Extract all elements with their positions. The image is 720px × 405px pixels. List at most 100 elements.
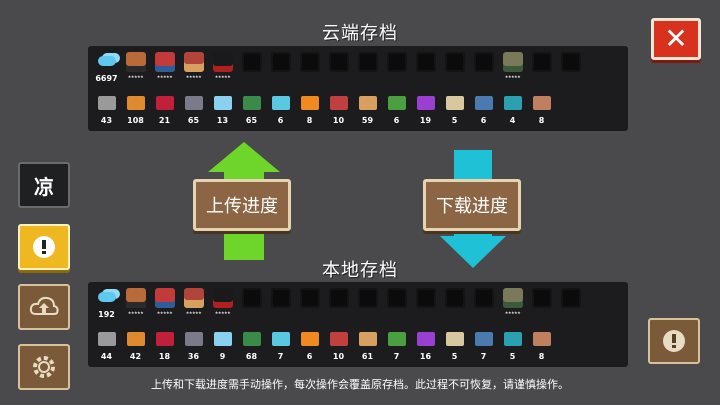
blue-feather-icon bbox=[271, 96, 290, 110]
material-cell: 8 bbox=[527, 324, 556, 364]
character-locked bbox=[295, 284, 324, 324]
gem-count: 192 bbox=[98, 310, 115, 319]
character-locked bbox=[382, 284, 411, 324]
green-block-icon bbox=[242, 96, 261, 110]
red-crystal-icon bbox=[155, 96, 174, 110]
material-cell: 19 bbox=[411, 88, 440, 128]
material-cell: 59 bbox=[353, 88, 382, 128]
material-cell: 42 bbox=[121, 324, 150, 364]
character-druid: ★★★★★ bbox=[498, 284, 527, 324]
material-count: 6 bbox=[306, 352, 313, 361]
material-count: 42 bbox=[129, 352, 142, 361]
material-cell: 4 bbox=[498, 88, 527, 128]
notice-button[interactable] bbox=[18, 224, 70, 270]
material-count: 7 bbox=[393, 352, 400, 361]
teal-box-icon bbox=[503, 96, 522, 110]
material-count: 61 bbox=[361, 352, 374, 361]
download-progress-button[interactable]: 下载进度 bbox=[423, 179, 521, 231]
settings-button[interactable] bbox=[18, 344, 70, 390]
close-button[interactable]: ✕ bbox=[651, 18, 701, 60]
cloud-sync-button[interactable] bbox=[18, 284, 70, 330]
material-count: 68 bbox=[245, 352, 258, 361]
character-locked bbox=[440, 48, 469, 88]
red-box-icon bbox=[329, 332, 348, 346]
material-count: 5 bbox=[509, 352, 516, 361]
gem-cell: 6697 bbox=[92, 48, 121, 88]
material-count: 16 bbox=[419, 352, 432, 361]
scroll-icon bbox=[445, 96, 464, 110]
red-crystal-icon bbox=[155, 332, 174, 346]
material-count: 8 bbox=[306, 116, 313, 125]
material-count: 19 bbox=[419, 116, 432, 125]
material-cell: 7 bbox=[469, 324, 498, 364]
gem-count: 6697 bbox=[95, 74, 118, 83]
plank-icon bbox=[358, 332, 377, 346]
character-wizard: ★★★★★ bbox=[179, 48, 208, 88]
material-cell: 21 bbox=[150, 88, 179, 128]
material-count: 13 bbox=[216, 116, 229, 125]
purple-crystal-icon bbox=[416, 96, 435, 110]
character-locked bbox=[353, 48, 382, 88]
material-cell: 43 bbox=[92, 88, 121, 128]
info-button[interactable] bbox=[648, 318, 700, 364]
material-cell: 6 bbox=[469, 88, 498, 128]
character-locked bbox=[411, 284, 440, 324]
character-locked bbox=[469, 48, 498, 88]
green-flag-icon bbox=[387, 96, 406, 110]
fire-star-icon bbox=[300, 96, 319, 110]
scroll-icon bbox=[445, 332, 464, 346]
character-locked bbox=[324, 48, 353, 88]
character-locked bbox=[440, 284, 469, 324]
material-cell: 65 bbox=[237, 88, 266, 128]
character-locked bbox=[324, 284, 353, 324]
fire-star-icon bbox=[300, 332, 319, 346]
material-cell: 7 bbox=[382, 324, 411, 364]
orange-ore-icon bbox=[126, 332, 145, 346]
material-cell: 5 bbox=[498, 324, 527, 364]
material-cell: 8 bbox=[295, 88, 324, 128]
material-count: 44 bbox=[100, 352, 113, 361]
material-cell: 7 bbox=[266, 324, 295, 364]
material-count: 8 bbox=[538, 116, 545, 125]
material-count: 6 bbox=[480, 116, 487, 125]
orange-ore-icon bbox=[126, 96, 145, 110]
exclamation-icon bbox=[33, 236, 55, 258]
upload-progress-button[interactable]: 上传进度 bbox=[193, 179, 291, 231]
material-cell: 5 bbox=[440, 88, 469, 128]
character-druid: ★★★★★ bbox=[498, 48, 527, 88]
material-count: 21 bbox=[158, 116, 171, 125]
material-count: 10 bbox=[332, 352, 345, 361]
cloud-character-row: 6697 ★★★★★ ★★★★★ ★★★★★ ★★★★★ ★★★★★ bbox=[92, 48, 624, 88]
material-cell: 6 bbox=[266, 88, 295, 128]
material-count: 6 bbox=[393, 116, 400, 125]
material-cell: 10 bbox=[324, 88, 353, 128]
character-rogue: ★★★★★ bbox=[150, 48, 179, 88]
exclamation-icon bbox=[663, 330, 685, 352]
character-locked bbox=[469, 284, 498, 324]
ice-crystal-icon bbox=[213, 332, 232, 346]
material-cell: 16 bbox=[411, 324, 440, 364]
material-cell: 68 bbox=[237, 324, 266, 364]
material-count: 8 bbox=[538, 352, 545, 361]
character-wizard: ★★★★★ bbox=[179, 284, 208, 324]
material-cell: 36 bbox=[179, 324, 208, 364]
gear-icon bbox=[33, 356, 55, 378]
teal-box-icon bbox=[503, 332, 522, 346]
material-cell: 61 bbox=[353, 324, 382, 364]
character-locked bbox=[295, 48, 324, 88]
material-count: 5 bbox=[451, 352, 458, 361]
potion-icon bbox=[532, 332, 551, 346]
material-cell: 8 bbox=[527, 88, 556, 128]
material-count: 10 bbox=[332, 116, 345, 125]
blue-orb-icon bbox=[474, 96, 493, 110]
side-tab-button[interactable]: 凉 bbox=[18, 162, 70, 208]
character-locked bbox=[266, 284, 295, 324]
material-cell: 18 bbox=[150, 324, 179, 364]
material-cell: 108 bbox=[121, 88, 150, 128]
material-count: 4 bbox=[509, 116, 516, 125]
character-locked bbox=[527, 48, 556, 88]
local-save-title: 本地存档 bbox=[322, 260, 398, 281]
